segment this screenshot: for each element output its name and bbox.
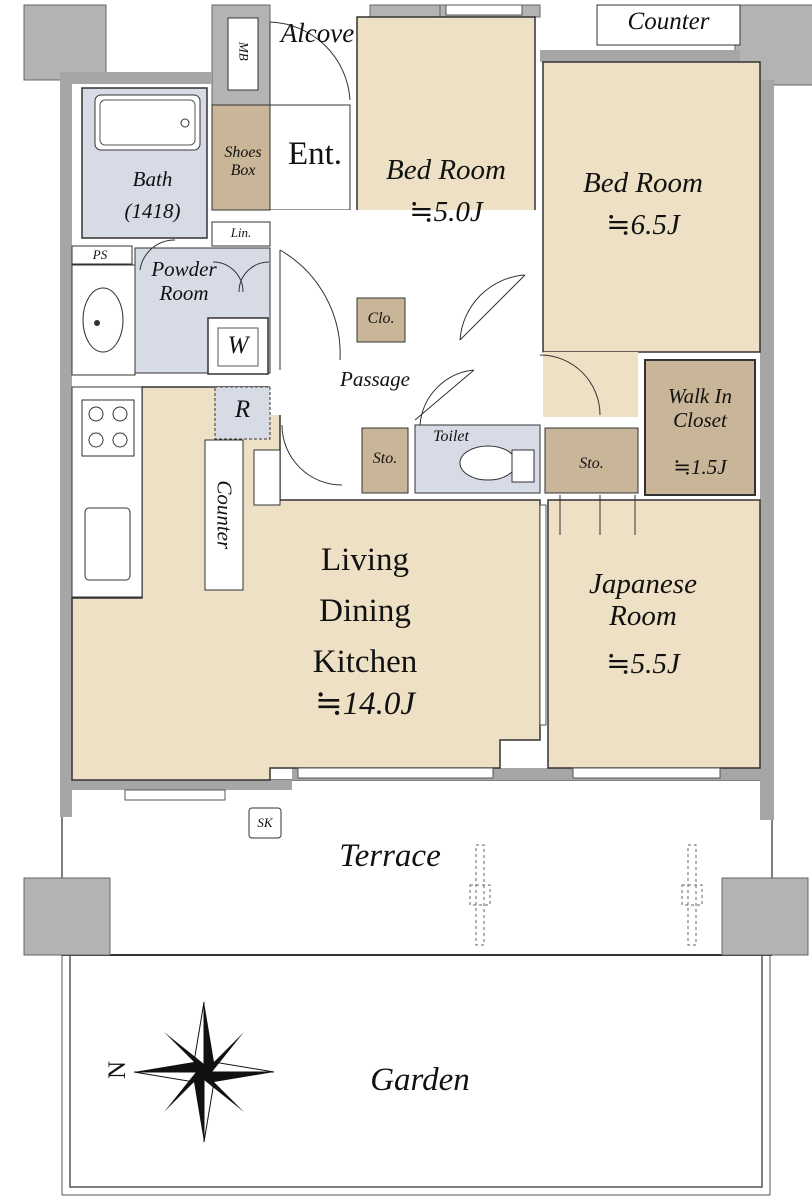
bedroom-2-label: Bed Room	[583, 167, 703, 199]
passage-label: Passage	[340, 367, 410, 391]
ldk-area: ≒14.0J	[314, 686, 416, 722]
terrace-label: Terrace	[339, 838, 441, 874]
closet-label: Clo.	[367, 310, 395, 327]
column-bottom-right	[721, 877, 809, 956]
storage-right-label: Sto.	[579, 455, 604, 472]
kitchen-sink	[84, 507, 131, 581]
terrace-divider-right	[681, 844, 703, 946]
japanese-room-label: Japanese Room	[589, 568, 697, 633]
storage-left	[361, 427, 409, 494]
walk-in-closet	[644, 359, 756, 496]
storage-left-label: Sto.	[372, 450, 398, 467]
ldk-label: Living Dining Kitchen	[312, 542, 418, 681]
bath-label: Bath	[132, 167, 173, 191]
refrigerator-label: R	[234, 396, 251, 423]
fridge-space	[214, 386, 271, 440]
walk-in-closet-label: Walk In Closet	[668, 384, 732, 432]
bedroom-1-area: ≒5.0J	[409, 196, 483, 228]
bathtub-icon	[94, 94, 201, 151]
ps-shaft	[71, 245, 133, 265]
shoes-box	[211, 104, 271, 211]
bedroom-2-floor	[542, 61, 761, 353]
shoes-box-label: Shoes Box	[224, 144, 262, 179]
kitchen-counter-label: Counter	[212, 480, 237, 550]
washer-label: W	[227, 332, 249, 359]
counter-top-label: Counter	[627, 8, 710, 35]
mb-box	[227, 17, 259, 91]
mb-label: MB	[236, 41, 252, 61]
alcove-label: Alcove	[280, 18, 355, 48]
bedroom-1-label: Bed Room	[386, 154, 506, 186]
sk-label: SK	[257, 815, 273, 830]
sk-box	[248, 807, 282, 839]
toilet-icon	[459, 445, 517, 481]
bedroom-2-area: ≒6.5J	[606, 209, 680, 241]
linen-shelf	[211, 221, 271, 247]
terrace-divider-left	[469, 844, 491, 946]
ps-label: PS	[92, 247, 108, 262]
column-bottom-left	[23, 877, 111, 956]
sink-icon	[82, 287, 124, 353]
japanese-room-floor	[547, 499, 761, 769]
powder-room-label: Powder Room	[151, 257, 217, 305]
toilet-label: Toilet	[433, 428, 469, 445]
north-label: N	[104, 1060, 131, 1080]
compass-rose-icon	[133, 1001, 275, 1143]
bath-size-label: (1418)	[124, 199, 181, 223]
linen-label: Lin.	[230, 225, 252, 240]
japanese-room-area: ≒5.5J	[606, 648, 680, 680]
walk-in-closet-area: ≒1.5J	[673, 455, 727, 479]
stove-icon	[81, 399, 135, 457]
storage-right	[544, 427, 639, 494]
entrance-label: Ent.	[287, 136, 343, 172]
garden-label: Garden	[370, 1062, 470, 1098]
closet-small	[356, 297, 406, 343]
column-top-left	[23, 4, 107, 81]
